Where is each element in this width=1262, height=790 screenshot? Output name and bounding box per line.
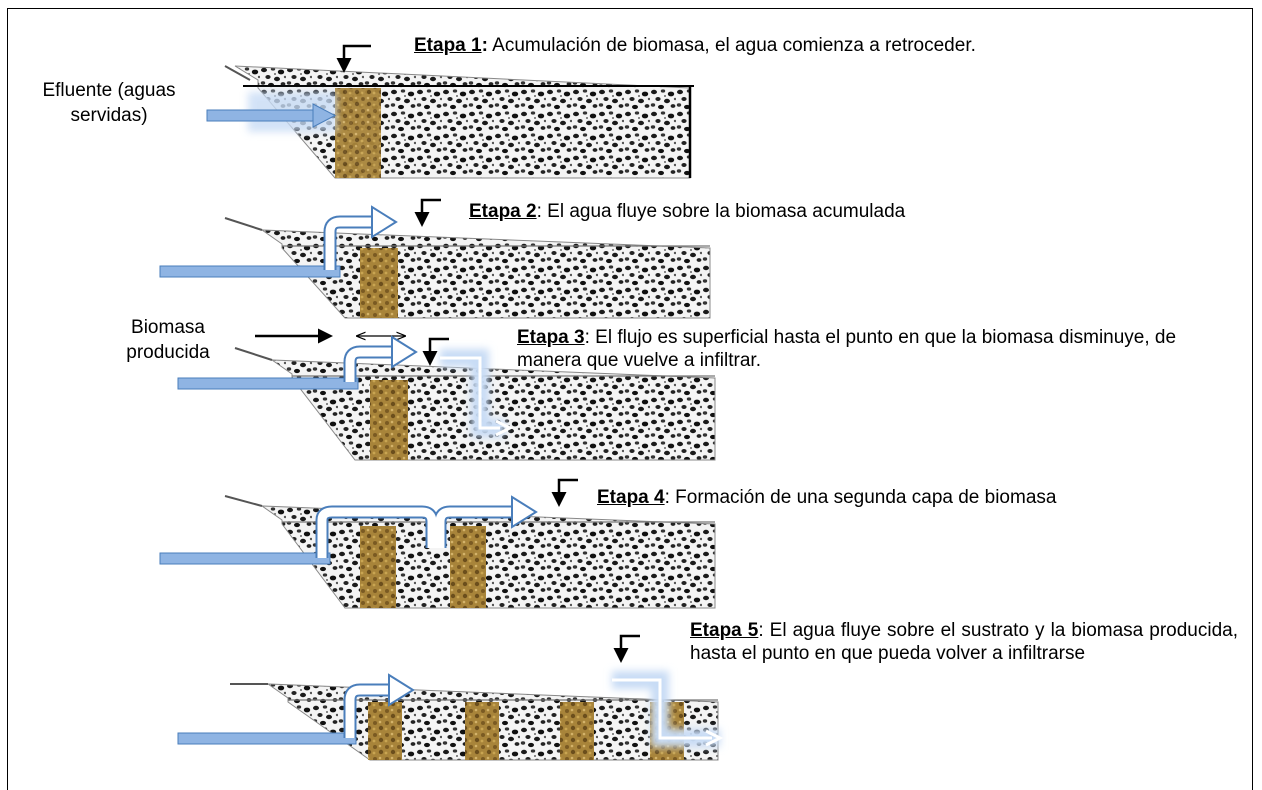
stage-1-sep: : — [481, 35, 488, 56]
stage-3-title: Etapa 3 — [517, 327, 585, 348]
stage-4-caption: Etapa 4: Formación de una segunda capa d… — [597, 486, 1227, 509]
stage-3-drawing — [177, 335, 716, 461]
stage-3-caption: Etapa 3: El flujo es superficial hasta e… — [517, 326, 1217, 372]
stage-2-title: Etapa 2 — [469, 201, 537, 222]
stage-3-sep: : — [584, 327, 590, 348]
stage-4-text: Formación de una segunda capa de biomasa — [669, 487, 1057, 508]
stage-4-drawing — [159, 478, 716, 609]
stage-1-drawing — [206, 44, 694, 179]
efluente-label: Efluente (aguas servidas) — [42, 80, 176, 126]
stage-2-caption: Etapa 2: El agua fluye sobre la biomasa … — [469, 200, 1169, 223]
stage-2-sep: : — [536, 201, 542, 222]
stage-5-drawing — [177, 634, 724, 761]
stage-5-caption: Etapa 5: El agua fluye sobre el sustrato… — [690, 619, 1238, 665]
stage-3-text: El flujo es superficial hasta el punto e… — [517, 327, 1177, 371]
stage-5-title: Etapa 5 — [690, 620, 759, 641]
stage-4-title: Etapa 4 — [597, 487, 665, 508]
stage-4-sep: : — [664, 487, 670, 508]
stage-5-text: El agua fluye sobre el sustrato y la bio… — [690, 620, 1238, 664]
stage-5-sep: : — [758, 620, 764, 641]
stage-1-title: Etapa 1 — [414, 35, 482, 56]
stage-2-text: El agua fluye sobre la biomasa acumulada — [541, 201, 906, 222]
stage-2-drawing — [159, 198, 711, 319]
stage-1-caption: Etapa 1: Acumulación de biomasa, el agua… — [414, 34, 1134, 57]
stage-1-text: Acumulación de biomasa, el agua comienza… — [487, 35, 976, 56]
biomasa-producida-label: Biomasa producida — [126, 317, 210, 363]
diagram-frame — [7, 8, 1253, 790]
